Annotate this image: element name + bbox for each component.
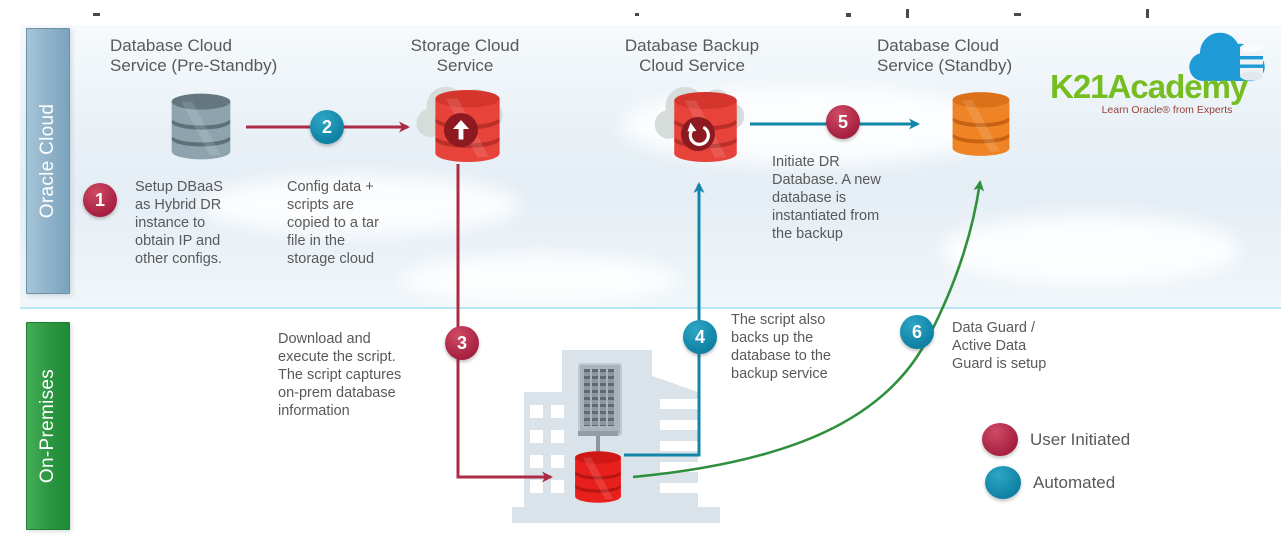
step-circle-5: 5	[826, 105, 860, 139]
step-circle-2: 2	[310, 110, 344, 144]
logo-database-icon	[1240, 43, 1263, 81]
cropped-text-remnant	[846, 13, 851, 17]
service-title-backup: Database Backup Cloud Service	[624, 36, 760, 75]
building-right-tower	[652, 376, 698, 508]
k21academy-tagline: Learn Oracle® from Experts	[1101, 104, 1233, 116]
step-circle-3: 3	[445, 326, 479, 360]
cropped-text-remnant	[635, 13, 639, 16]
step-text-4: The script also backs up the database to…	[731, 312, 831, 382]
step-text-5: Initiate DR Database. A new database is …	[772, 154, 881, 242]
step-text-2: Config data + scripts are copied to a ta…	[287, 179, 379, 267]
database-cylinder-icon-pre-standby	[171, 93, 231, 160]
oracle-cloud-band-bar: Oracle Cloud	[26, 28, 70, 294]
cropped-text-remnant	[1146, 9, 1149, 18]
cropped-text-remnant	[93, 13, 100, 16]
arrow-step3-download-script	[456, 164, 553, 483]
on-premises-band-bar: On-Premises	[26, 322, 70, 530]
upload-badge-icon	[444, 113, 478, 147]
database-cylinder-icon-standby	[952, 92, 1010, 156]
k21academy-logo-text: K21Academy	[1050, 68, 1248, 105]
step-text-1: Setup DBaaS as Hybrid DR instance to obt…	[135, 179, 223, 267]
server-rack-base	[578, 431, 618, 436]
arrow-step6-data-guard	[632, 180, 985, 479]
building-left-tower	[524, 392, 572, 508]
legend-automated-label: Automated	[1033, 472, 1116, 492]
cloud-texture	[200, 175, 520, 235]
cropped-text-remnant	[906, 9, 909, 18]
restore-badge-icon	[681, 117, 715, 151]
step-circle-1: 1	[83, 183, 117, 217]
band-separator-line	[20, 307, 1281, 309]
server-rack-icon	[578, 363, 622, 436]
arrow-step4-backup	[624, 182, 705, 457]
user-initiated-dot-icon	[982, 423, 1018, 456]
step-text-3: Download and execute the script. The scr…	[278, 331, 402, 419]
k21academy-cloud-logo-icon	[1189, 32, 1265, 82]
step-text-6: Data Guard / Active Data Guard is setup	[952, 320, 1047, 372]
legend-user-initiated: User Initiated	[982, 423, 1130, 456]
cloud-texture	[400, 255, 680, 305]
step-circle-4: 4	[683, 320, 717, 354]
building-base	[512, 507, 720, 523]
server-rack-vents	[584, 369, 616, 426]
service-title-pre-standby: Database Cloud Service (Pre-Standby)	[110, 36, 278, 75]
service-title-storage: Storage Cloud Service	[410, 36, 520, 75]
legend-user-initiated-label: User Initiated	[1030, 429, 1131, 449]
server-stem-line	[596, 428, 600, 452]
automated-dot-icon	[985, 466, 1021, 499]
onprem-database-cylinder-icon	[575, 451, 621, 503]
cloud-texture	[940, 215, 1240, 285]
service-title-standby: Database Cloud Service (Standby)	[877, 36, 1013, 75]
legend-automated: Automated	[985, 466, 1115, 499]
cloud-sky-background	[20, 25, 1281, 308]
cropped-text-remnant	[1014, 13, 1021, 16]
step-circle-6: 6	[900, 315, 934, 349]
